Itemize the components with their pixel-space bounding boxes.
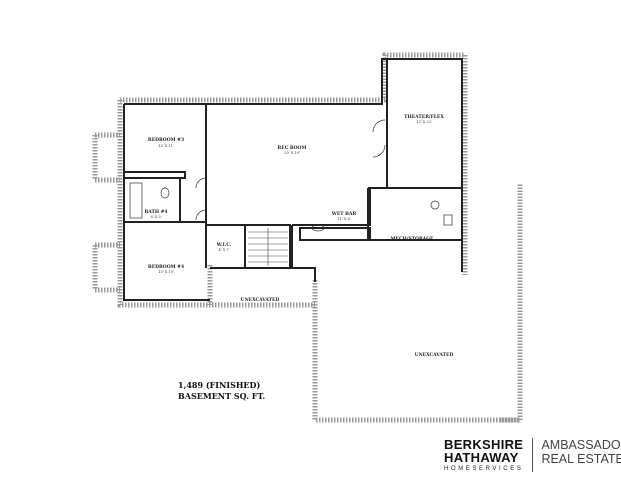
brokerage-logo: BERKSHIRE HATHAWAY HOMESERVICES AMBASSAD… bbox=[444, 438, 621, 472]
logo-agency-line1: AMBASSADOR bbox=[541, 438, 621, 452]
stairs bbox=[248, 228, 288, 266]
logo-brand-line2: HATHAWAY bbox=[444, 450, 519, 465]
unexcavated-large-label: UNEXCAVATED bbox=[415, 352, 454, 358]
bedroom4-label: BEDROOM #4 bbox=[148, 264, 184, 270]
bath4-label: BATH #4 bbox=[144, 209, 167, 215]
wic-dims: 4' X 7' bbox=[218, 248, 229, 252]
wic-label: W.I.C. bbox=[216, 242, 232, 248]
theater-dims: 13' X 23' bbox=[416, 120, 432, 124]
mech-label: MECH/STORAGE bbox=[391, 236, 434, 242]
theater-label: THEATER/FLEX bbox=[404, 114, 444, 120]
finished-area: 1,489 (FINISHED) bbox=[178, 380, 261, 390]
unexcavated-small-label: UNEXCAVATED bbox=[241, 297, 280, 303]
rec-room-label: REC ROOM bbox=[278, 145, 307, 151]
bedroom3-label: BEDROOM #3 bbox=[148, 137, 184, 143]
wet-bar-label: WET BAR bbox=[331, 211, 357, 217]
bedroom3-dims: 13' X 11' bbox=[158, 144, 174, 148]
wet-bar-dims: 11' X 8' bbox=[337, 217, 350, 221]
rec-room-dims: 29' X 19' bbox=[284, 151, 300, 155]
bath4-dims: 8' X 5' bbox=[150, 215, 161, 219]
logo-divider bbox=[532, 438, 534, 472]
logo-brand-line3: HOMESERVICES bbox=[444, 466, 524, 472]
doors bbox=[129, 119, 453, 232]
logo-brand-line1: BERKSHIRE bbox=[444, 437, 524, 452]
interior-walls bbox=[123, 58, 463, 301]
logo-agency-line2: REAL ESTATE bbox=[541, 452, 621, 466]
foundation-walls bbox=[92, 52, 523, 423]
square-footage: 1,489 (FINISHED) BASEMENT SQ. FT. bbox=[178, 380, 265, 402]
bedroom4-dims: 13' X 10' bbox=[158, 270, 174, 274]
area-caption: BASEMENT SQ. FT. bbox=[178, 391, 266, 401]
